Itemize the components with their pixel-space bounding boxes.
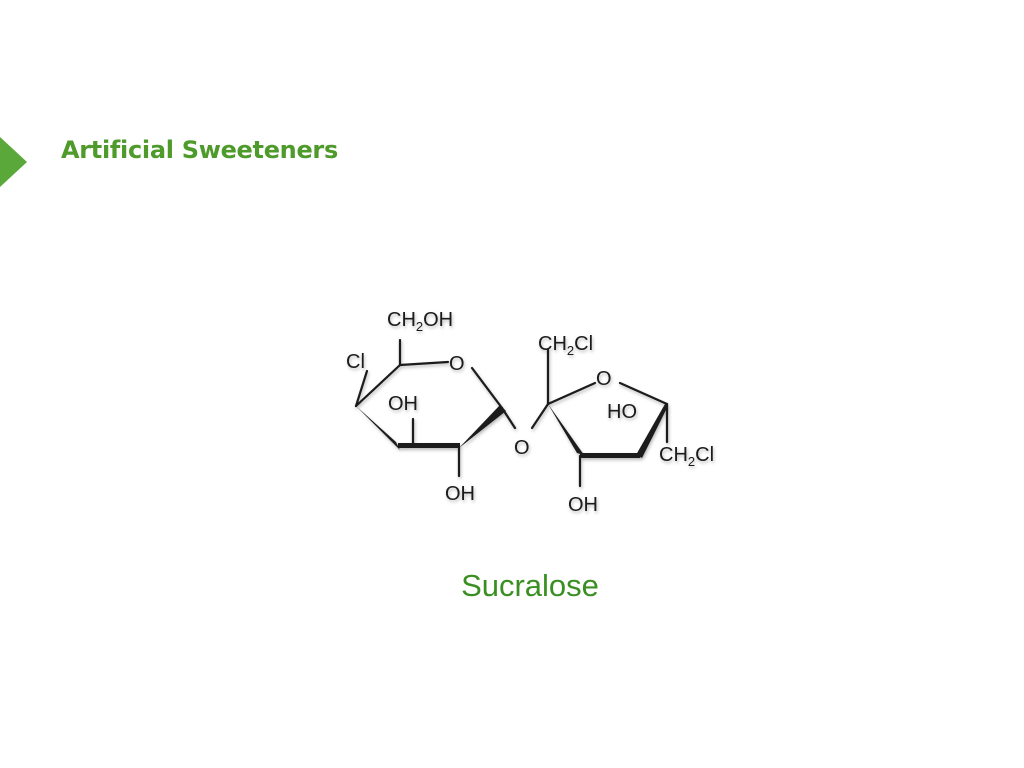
label-ring-oxygen-left: O: [449, 353, 465, 375]
sucralose-structure-diagram: CH2OH Cl O OH OH O CH2Cl O HO CH2Cl OH: [346, 309, 714, 516]
label-ch2cl-top: CH2Cl: [538, 333, 593, 358]
wedge-bond: [356, 406, 400, 450]
furanose-ring: [530, 348, 669, 488]
slide-marker-arrow-icon: [0, 137, 27, 187]
label-oh-lower-right: OH: [568, 494, 598, 516]
bold-bond: [580, 453, 640, 458]
slide-title: Artificial Sweeteners: [61, 136, 338, 164]
pyranose-ring: [354, 338, 517, 478]
label-ho: HO: [607, 401, 637, 423]
label-oh-upper: OH: [388, 393, 418, 415]
label-cl: Cl: [346, 351, 365, 373]
wedge-bond: [548, 404, 584, 455]
label-oh-lower-left: OH: [445, 483, 475, 505]
bold-bond: [398, 443, 460, 448]
wedge-bond: [636, 404, 668, 458]
label-ring-oxygen-right: O: [596, 368, 612, 390]
label-bridge-oxygen: O: [514, 437, 530, 459]
label-ch2cl-right: CH2Cl: [659, 444, 714, 469]
label-ch2oh: CH2OH: [387, 309, 453, 334]
molecule-caption: Sucralose: [461, 568, 599, 603]
wedge-bond: [459, 405, 506, 448]
